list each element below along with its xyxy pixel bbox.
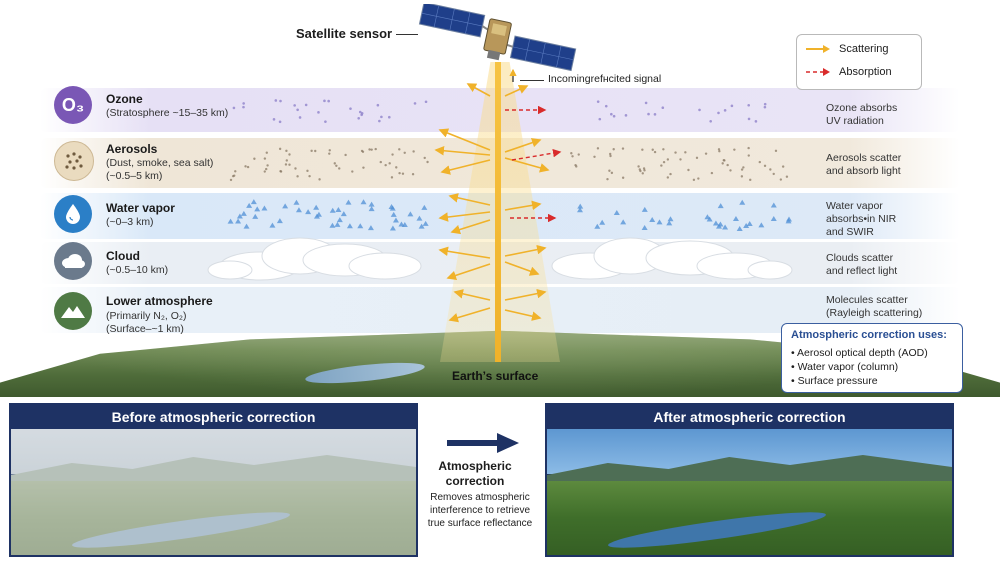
mountain-icon <box>54 292 92 330</box>
correction-uses-box: Atmospheric correction uses: Aerosol opt… <box>781 323 963 393</box>
uses-item: Aerosol optical depth (AOD) <box>791 346 928 360</box>
uses-item: Water vapor (column) <box>791 360 928 374</box>
correction-uses-list: Aerosol optical depth (AOD) Water vapor … <box>791 346 928 388</box>
scatter-arrow-icon <box>806 45 830 53</box>
layer-note-lower-atmosphere: Molecules scatter (Rayleigh scattering) <box>826 294 923 319</box>
signal-beam-core <box>495 62 501 362</box>
interaction-arrows <box>434 68 562 323</box>
layer-note-cloud: Clouds scatter and reflect light <box>826 252 898 277</box>
cloud-icon <box>54 242 92 280</box>
before-panel-title: Before atmospheric correction <box>111 409 316 425</box>
signal-leader-line <box>520 80 544 81</box>
cloud-shape-left <box>207 237 422 281</box>
layer-sub-ozone: (Stratosphere ~15–35 km) <box>106 107 229 119</box>
satellite-leader-line <box>396 34 418 35</box>
layer-sub-aerosols: (Dust, smoke, sea salt) (~0.5–5 km) <box>106 157 214 182</box>
hazy-landscape-image <box>11 429 416 555</box>
layer-sub-lower-line2: (Surface–~1 km) <box>106 323 184 335</box>
layer-note-ozone: Ozone absorbs UV radiation <box>826 102 898 127</box>
middle-title: Atmospheric correction <box>438 459 512 488</box>
water-drop-icon <box>54 195 92 233</box>
layer-name-aerosols: Aerosols <box>106 142 158 156</box>
after-panel: After atmospheric correction <box>545 403 954 557</box>
layer-sub-water-vapor: (~0–3 km) <box>106 216 154 228</box>
before-panel: Before atmospheric correction <box>9 403 418 557</box>
absorb-arrow-icon <box>806 68 830 76</box>
right-arrow-icon <box>447 433 519 453</box>
particles-icon <box>54 141 94 181</box>
atmosphere-particles <box>207 99 793 281</box>
layer-name-lower-atmosphere: Lower atmosphere <box>106 294 213 308</box>
legend-label: Scattering <box>839 43 889 55</box>
ozone-icon: O₃ <box>54 86 92 124</box>
earth-surface-label: Earth’s surface <box>452 369 539 383</box>
layer-note-water-vapor: Water vapor absorbs•in NIR and SWIR <box>826 200 897 238</box>
middle-description: Removes atmospheric interference to retr… <box>427 492 533 529</box>
legend: Scattering Absorption <box>796 34 922 90</box>
legend-item-absorption: Absorption <box>805 66 892 78</box>
layer-note-aerosols: Aerosols scatter and absorb light <box>826 152 902 177</box>
layer-name-water-vapor: Water vapor <box>106 201 175 215</box>
ozone-symbol: O₃ <box>61 94 85 115</box>
clear-landscape-image <box>547 429 952 555</box>
uses-item: Surface pressure <box>791 374 928 388</box>
legend-item-scattering: Scattering <box>805 43 889 55</box>
layer-name-cloud: Cloud <box>106 249 140 263</box>
layer-sub-lower-line1: (Primarily N₂, O₂) <box>106 310 187 322</box>
layer-sub-cloud: (~0.5–10 km) <box>106 264 169 276</box>
layer-name-ozone: Ozone <box>106 92 143 106</box>
legend-label: Absorption <box>839 66 892 78</box>
after-panel-title: After atmospheric correction <box>653 409 846 425</box>
correction-uses-title: Atmospheric correction uses: <box>791 329 947 341</box>
satellite-icon <box>418 4 577 72</box>
cloud-shape-right <box>551 237 793 280</box>
incoming-signal-label: Incomingrefнcited signal <box>548 73 662 85</box>
satellite-label: Satellite sensor <box>296 26 393 41</box>
